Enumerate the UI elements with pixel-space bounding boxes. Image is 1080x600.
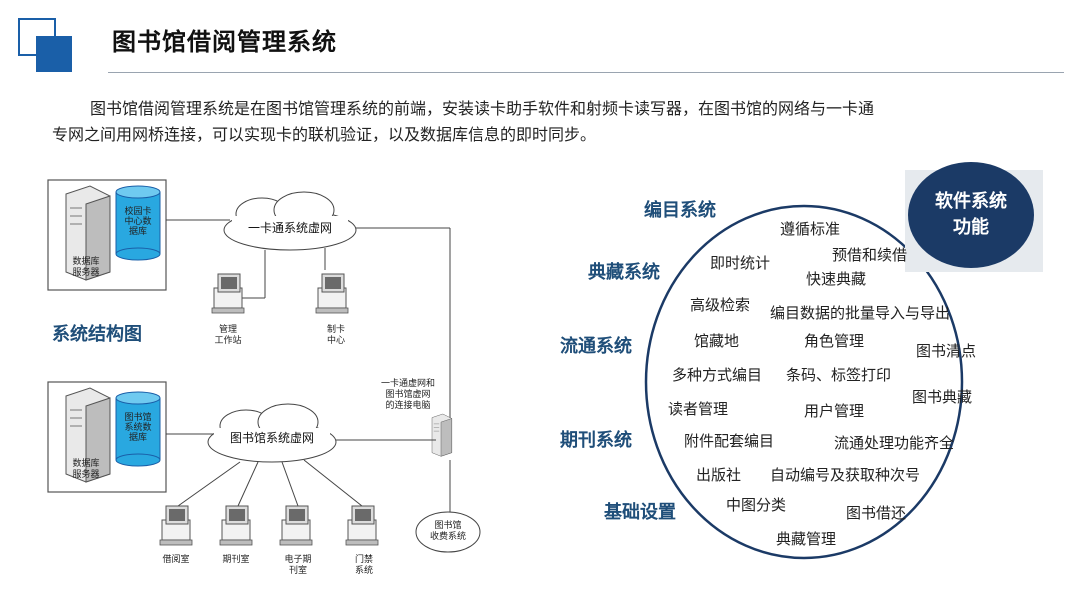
feature-label-1: 遵循标准 — [780, 220, 841, 238]
network-structure-diagram: 校园卡中心数据库 数据库服务器 一卡通系统虚网 管理工作站 制卡中心 一卡通虚网… — [47, 179, 481, 576]
feature-label-4: 快速典藏 — [806, 270, 867, 288]
feature-label-5: 高级检索 — [690, 296, 751, 314]
function-circle — [644, 204, 964, 560]
feature-label-2: 即时统计 — [710, 254, 771, 272]
top-client-pc-admin — [211, 273, 245, 314]
feature-label-14: 用户管理 — [804, 402, 865, 420]
feature-label-3: 预借和续借 — [832, 246, 908, 264]
top-cloud-label: 一卡通系统虚网 — [248, 221, 332, 235]
feature-label-12: 图书典藏 — [912, 388, 973, 406]
bottom-database-icon — [115, 391, 161, 467]
feature-label-18: 自动编号及获取种次号 — [770, 466, 921, 484]
top-client-label-1: 管理工作站 — [214, 323, 241, 346]
module-label-1: 编目系统 — [644, 200, 716, 221]
top-server-label: 数据库服务器 — [72, 255, 99, 278]
logo-square-filled — [36, 36, 72, 72]
feature-label-13: 读者管理 — [668, 400, 729, 418]
feature-label-10: 多种方式编目 — [672, 366, 763, 384]
client-label-1: 借阅室 — [162, 553, 189, 565]
feature-label-20: 图书借还 — [846, 504, 907, 522]
top-database-icon — [115, 185, 161, 261]
feature-label-21: 典藏管理 — [776, 530, 837, 548]
structure-diagram-label: 系统结构图 — [52, 324, 142, 345]
fee-system-label: 图书馆收费系统 — [430, 519, 466, 542]
module-label-5: 基础设置 — [604, 502, 676, 523]
feature-label-19: 中图分类 — [726, 496, 787, 514]
top-client-label-2: 制卡中心 — [327, 323, 345, 346]
client-pc-periodical-room — [219, 505, 253, 546]
feature-label-15: 附件配套编目 — [684, 432, 775, 450]
client-label-2: 期刊室 — [222, 553, 249, 565]
client-pc-e-periodical-room — [279, 505, 313, 546]
fee-system-node — [415, 511, 481, 553]
bottom-server-label: 数据库服务器 — [72, 457, 99, 480]
module-label-2: 典藏系统 — [588, 262, 660, 283]
bridge-computer-icon — [431, 413, 453, 457]
intro-paragraph: 图书馆借阅管理系统是在图书馆管理系统的前端，安装读卡助手软件和射频卡读写器，在图… — [52, 99, 875, 144]
bridge-label: 一卡通虚网和图书馆虚网的连接电脑 — [381, 377, 435, 411]
top-cloud — [223, 191, 357, 251]
feature-label-9: 图书清点 — [916, 342, 977, 360]
feature-label-6: 编目数据的批量导入与导出 — [770, 304, 951, 322]
bottom-db-label: 图书馆系统数据库 — [124, 411, 151, 443]
function-badge: 软件系统功能 — [908, 162, 1034, 268]
feature-label-16: 流通处理功能齐全 — [834, 434, 955, 452]
top-db-label: 校园卡中心数据库 — [124, 205, 151, 237]
page-title: 图书馆借阅管理系统 — [112, 28, 337, 56]
client-pc-reading-room — [159, 505, 193, 546]
feature-label-17: 出版社 — [696, 466, 742, 484]
client-pc-access-control — [345, 505, 379, 546]
module-label-4: 期刊系统 — [560, 430, 632, 451]
module-label-3: 流通系统 — [560, 336, 632, 357]
feature-label-8: 角色管理 — [804, 332, 865, 350]
top-client-pc-card — [315, 273, 349, 314]
bottom-cloud-label: 图书馆系统虚网 — [230, 430, 314, 445]
client-label-3: 电子期刊室 — [284, 553, 311, 576]
client-label-4: 门禁系统 — [355, 553, 373, 576]
bottom-cloud — [207, 403, 337, 463]
title-divider — [108, 72, 1064, 73]
feature-label-7: 馆藏地 — [694, 332, 740, 350]
feature-label-11: 条码、标签打印 — [786, 366, 892, 384]
function-badge-text: 软件系统功能 — [935, 191, 1007, 238]
